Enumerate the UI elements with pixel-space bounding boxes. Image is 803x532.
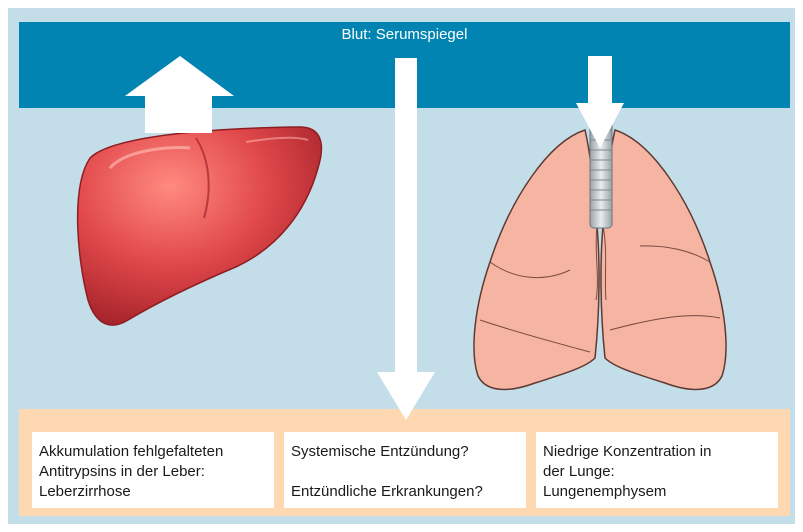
arrow-down-icon <box>377 58 435 420</box>
outcome-text: Systemische Entzündung? <box>291 442 526 462</box>
outcome-text: Akkumulation fehlgefalteten <box>39 442 274 462</box>
outcome-text: Niedrige Konzentration in <box>543 442 778 462</box>
outcome-box-lung: Niedrige Konzentration in der Lunge: Lun… <box>536 432 778 508</box>
outcome-box-liver: Akkumulation fehlgefalteten Antitrypsins… <box>32 432 274 508</box>
outcome-text: der Lunge: <box>543 462 778 482</box>
outcome-text: Lungenemphysem <box>543 482 778 502</box>
outcome-text: Antitrypsins in der Leber: <box>39 462 274 482</box>
outcome-box-systemic: Systemische Entzündung? Entzündliche Erk… <box>284 432 526 508</box>
liver-icon <box>78 127 322 325</box>
outcome-text: Entzündliche Erkrankungen? <box>291 482 526 502</box>
blood-label: Blut: Serumspiegel <box>19 26 790 43</box>
arrow-up-icon <box>125 56 234 133</box>
outcome-text: Leberzirrhose <box>39 482 274 502</box>
